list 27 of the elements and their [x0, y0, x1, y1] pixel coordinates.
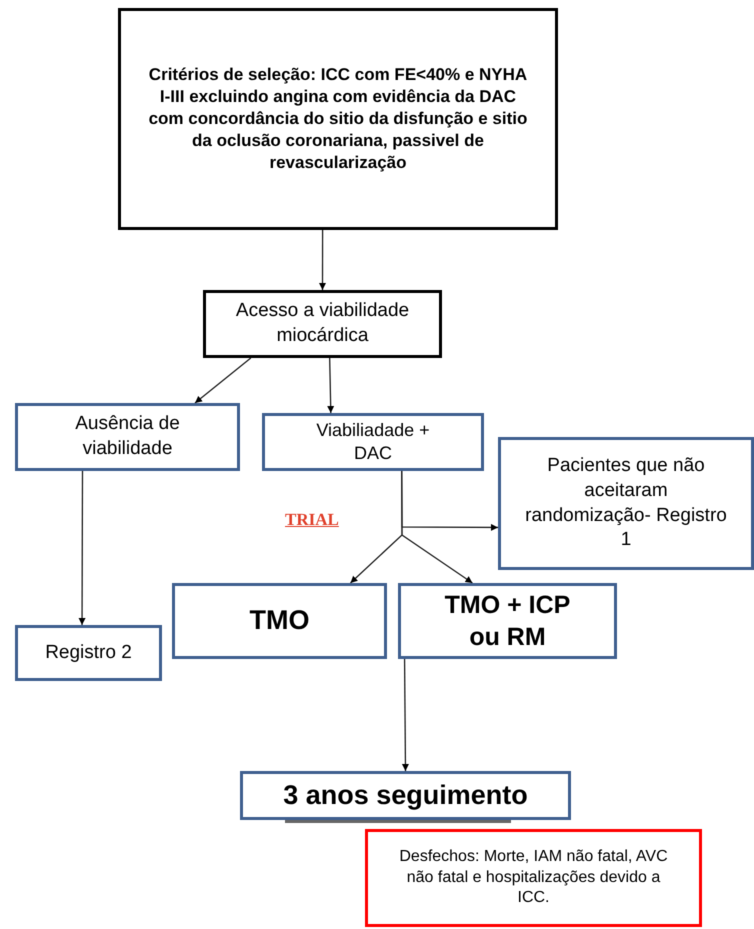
process-box: [118, 8, 558, 230]
arrow: [194, 358, 252, 404]
box-text: Viabiliadade + DAC: [315, 418, 431, 465]
process-box: [240, 771, 571, 820]
process-box: [398, 583, 617, 659]
trial-label: TRIAL: [285, 510, 339, 530]
arrow: [78, 471, 86, 625]
box-text: Desfechos: Morte, IAM não fatal, AVC não fatal e hospitalizações devido a ICC.: [398, 846, 669, 908]
process-box: [365, 829, 702, 927]
box-text: Registro 2: [45, 640, 132, 665]
box-text: TMO + ICP ou RM: [444, 590, 572, 653]
arrow: [327, 358, 334, 414]
process-box: [262, 413, 484, 471]
box-text: Critérios de seleção: ICC com FE<40% e NYHA I-III excluindo angina com evidência da DAC com concordância do sitio da disfunção e sitio da oclusão coronariana, passivel de revascularização: [148, 64, 528, 174]
box-text: Ausência de viabilidade: [74, 412, 181, 461]
arrow: [319, 230, 326, 290]
arrow: [401, 471, 473, 584]
process-box: [203, 290, 442, 358]
box-text: 3 anos seguimento: [283, 778, 528, 812]
process-box: [498, 437, 754, 570]
box-text: TMO: [250, 604, 310, 638]
arrow: [402, 659, 409, 771]
process-box: [15, 403, 240, 471]
box-text: Pacientes que não aceitaram randomização- Registro 1: [524, 454, 728, 552]
process-box: [172, 583, 387, 659]
box-text: Acesso a viabilidade miocárdica: [234, 299, 410, 348]
process-box: [15, 625, 162, 681]
